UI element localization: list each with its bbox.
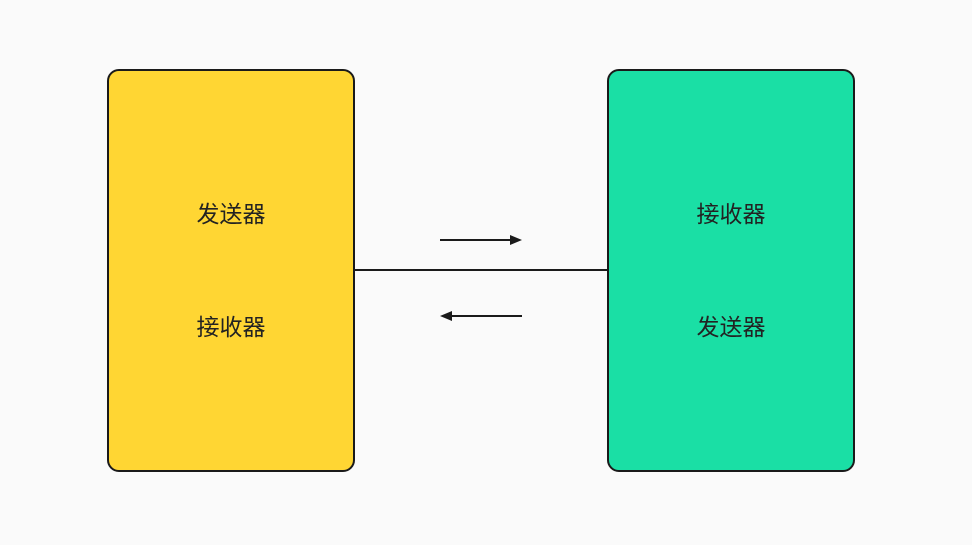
left-box-top-label: 发送器	[196, 202, 266, 228]
receiver-sender-box-right: 接收器 发送器	[607, 69, 855, 472]
arrow-left-icon	[440, 311, 522, 321]
left-box-bottom-label: 接收器	[196, 315, 266, 341]
right-box-bottom-label: 发送器	[696, 315, 766, 341]
arrow-right-icon	[440, 235, 522, 245]
sender-receiver-box-left: 发送器 接收器	[107, 69, 355, 472]
right-box-top-label: 接收器	[696, 202, 766, 228]
